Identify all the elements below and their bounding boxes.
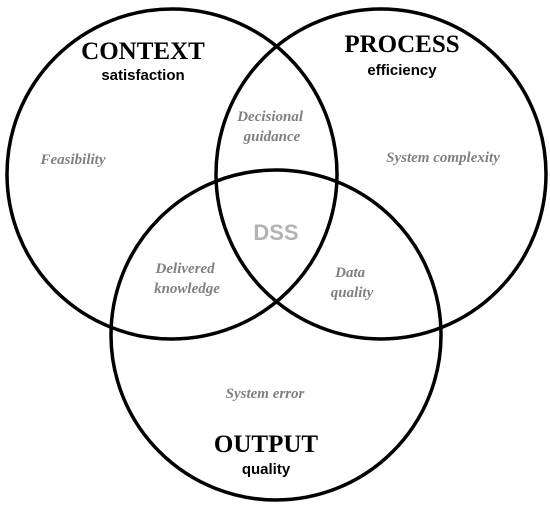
process-circle <box>214 7 548 341</box>
context-circle <box>5 7 339 341</box>
output-circle <box>109 168 443 502</box>
region-data-quality-line-2: quality <box>331 285 374 301</box>
output-subtitle: quality <box>242 461 291 478</box>
context-title: CONTEXT <box>81 38 205 65</box>
region-decisional-guidance-line-1: Decisional <box>236 109 304 125</box>
region-data-quality-line-1: Data <box>334 265 366 281</box>
region-decisional-guidance: Decisional guidance <box>236 109 307 145</box>
context-subtitle: satisfaction <box>101 67 184 84</box>
output-title: OUTPUT <box>214 431 319 458</box>
center-dss: DSS <box>253 220 298 245</box>
region-system-complexity: System complexity <box>386 150 500 166</box>
region-feasibility: Feasibility <box>40 152 106 168</box>
region-delivered-knowledge-line-1: Delivered <box>155 261 216 277</box>
region-decisional-guidance-line-2: guidance <box>243 129 301 145</box>
region-data-quality: Data quality <box>331 265 374 301</box>
region-delivered-knowledge-line-2: knowledge <box>154 281 220 297</box>
process-title: PROCESS <box>344 31 459 58</box>
region-delivered-knowledge: Delivered knowledge <box>154 261 220 297</box>
process-subtitle: efficiency <box>367 62 437 79</box>
region-system-error: System error <box>226 386 305 402</box>
